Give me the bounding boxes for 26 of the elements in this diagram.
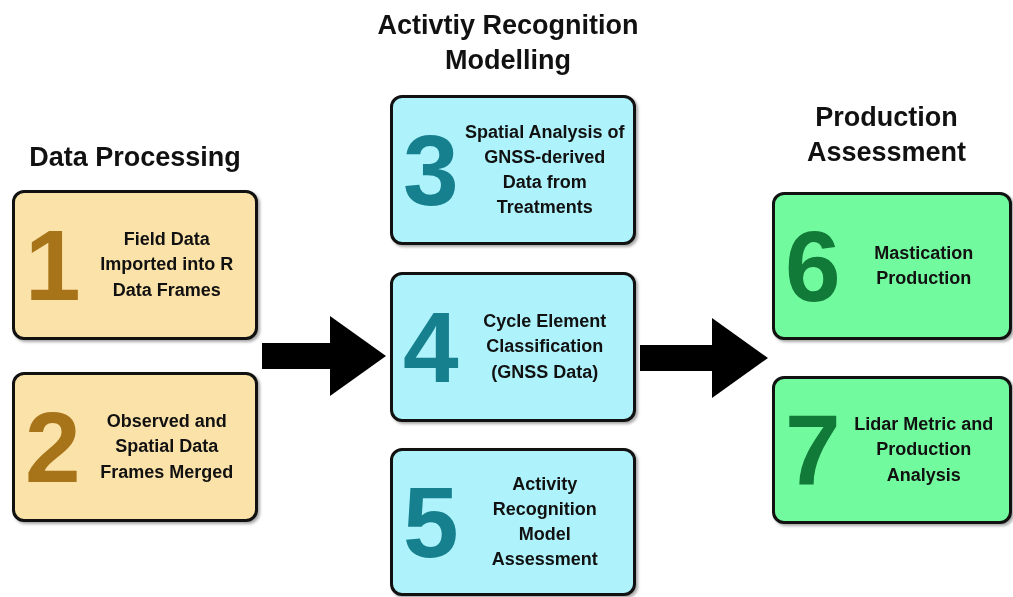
step-text: Mastication Production <box>873 241 975 290</box>
process-box <box>772 192 1012 340</box>
process-box <box>12 372 258 522</box>
process-box <box>390 95 636 245</box>
step-number: 5 <box>403 482 459 562</box>
step-number: 6 <box>785 226 841 306</box>
step-number: 2 <box>25 407 81 487</box>
block-arrow <box>262 316 386 396</box>
step-text: Cycle Element Classification (GNSS Data) <box>482 310 608 384</box>
step-text: Lidar Metric and Production Analysis <box>853 413 995 487</box>
step-number: 4 <box>403 307 459 387</box>
process-box <box>772 376 1012 524</box>
block-arrow <box>640 318 768 398</box>
step-text: Spatial Analysis of GNSS-derived Data from Treatments <box>464 120 626 220</box>
column-heading: Activtiy Recognition Modelling <box>376 9 640 78</box>
step-number: 3 <box>403 130 459 210</box>
column-heading: Production Assessment <box>805 101 968 170</box>
process-box <box>390 448 636 596</box>
column-heading: Data Processing <box>28 141 242 174</box>
step-number: 1 <box>25 225 81 305</box>
step-text: Field Data Imported into R Data Frames <box>99 228 235 302</box>
process-box <box>390 272 636 422</box>
step-number: 7 <box>785 410 841 490</box>
process-box <box>12 190 258 340</box>
step-text: Observed and Spatial Data Frames Merged <box>99 410 235 484</box>
step-text: Activity Recognition Model Assessment <box>490 472 599 572</box>
